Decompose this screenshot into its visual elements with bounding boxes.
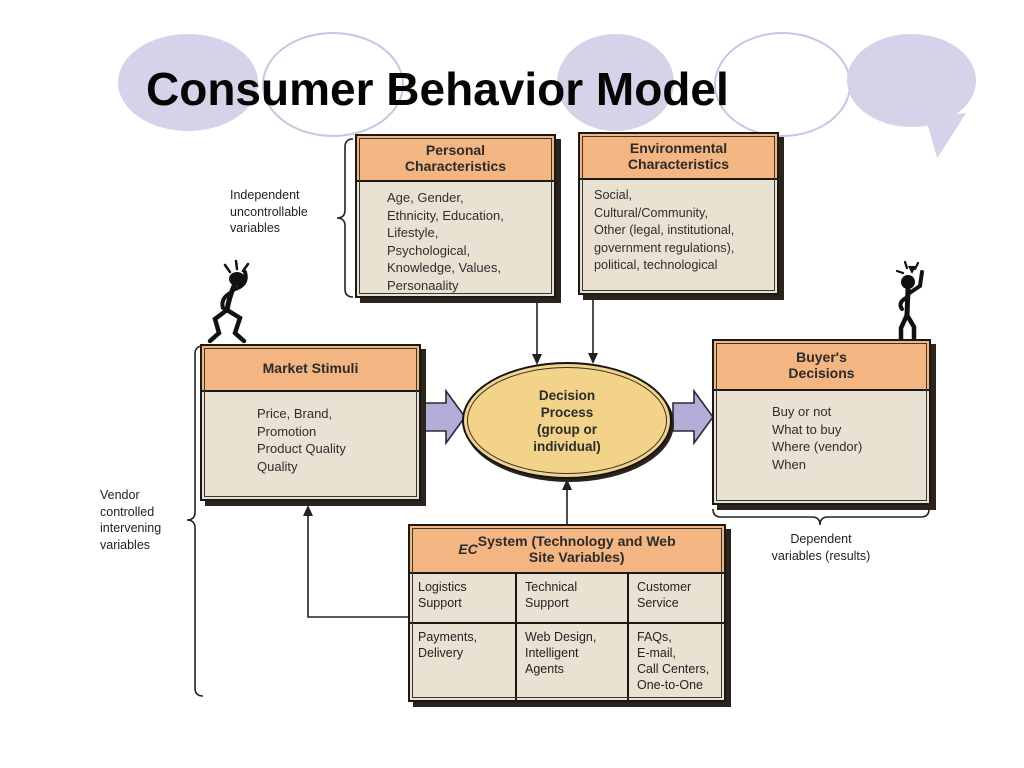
ec-cell-payments: Payments, Delivery: [418, 630, 478, 660]
box-ec-title-rest: System (Technology and Web Site Variable…: [477, 533, 676, 565]
confused-person-icon: [207, 259, 250, 344]
brace-dependent-variables: [712, 508, 930, 526]
ec-cell-technical: Technical Support: [515, 574, 627, 622]
decorative-circle: [262, 32, 404, 137]
block-arrow-decision-to-buyer: [672, 388, 714, 446]
ec-cell-webdesign: Web Design, Intelligent Agents: [515, 624, 627, 702]
box-market-stimuli: Market Stimuli Price, Brand, Promotion P…: [200, 344, 421, 501]
ec-table-row: Logistics Support Technical Support Cust…: [410, 574, 724, 624]
arrowhead: [303, 505, 313, 516]
arrowhead: [588, 353, 598, 364]
decorative-circle: [557, 34, 674, 131]
ec-cell-faqs: FAQs, E-mail, Call Centers, One-to-One: [627, 624, 724, 702]
page-title: Consumer Behavior Model: [146, 63, 729, 115]
box-buyers-body: Buy or not What to buy Where (vendor) Wh…: [772, 404, 863, 472]
box-personal-characteristics: Personal Characteristics Age, Gender, Et…: [355, 134, 556, 298]
label-independent-variables: Independent uncontrollable variables: [230, 188, 308, 235]
block-arrow-market-to-decision: [420, 388, 466, 446]
decorative-speech-bubble: [847, 34, 976, 127]
decision-process-ellipse: Decision Process (group or individual): [462, 362, 672, 479]
idea-person-icon: [895, 260, 924, 340]
label-dependent-variables: Dependent variables (results): [771, 532, 871, 563]
box-market-body: Price, Brand, Promotion Product Quality …: [257, 406, 346, 474]
box-environmental-characteristics: Environmental Characteristics Social, Cu…: [578, 132, 779, 295]
label-vendor-variables: Vendor controlled intervening variables: [100, 488, 162, 552]
ec-cell-customer: Customer Service: [627, 574, 724, 622]
ec-cell-logistics: Logistics Support: [418, 580, 467, 610]
box-environmental-title: Environmental Characteristics: [580, 134, 777, 180]
box-environmental-body: Social, Cultural/Community, Other (legal…: [594, 188, 735, 272]
box-ec-title-italic: EC: [458, 541, 478, 557]
decorative-circle: [118, 34, 258, 131]
box-market-title: Market Stimuli: [202, 346, 419, 392]
decorative-speech-bubble-tail: [925, 112, 967, 158]
box-ec-title: EC System (Technology and Web Site Varia…: [410, 526, 724, 574]
box-personal-body: Age, Gender, Ethnicity, Education, Lifes…: [387, 190, 504, 293]
box-buyers-decisions: Buyer's Decisions Buy or not What to buy…: [712, 339, 931, 505]
arrowhead: [562, 479, 572, 490]
ec-table-row: Payments, Delivery Web Design, Intellige…: [410, 624, 724, 702]
box-buyers-title: Buyer's Decisions: [714, 341, 929, 391]
box-ec-system: EC System (Technology and Web Site Varia…: [408, 524, 726, 702]
decorative-circle: [714, 32, 851, 137]
box-personal-title: Personal Characteristics: [357, 136, 554, 182]
arrow-ecsystem-to-market: [307, 514, 408, 618]
